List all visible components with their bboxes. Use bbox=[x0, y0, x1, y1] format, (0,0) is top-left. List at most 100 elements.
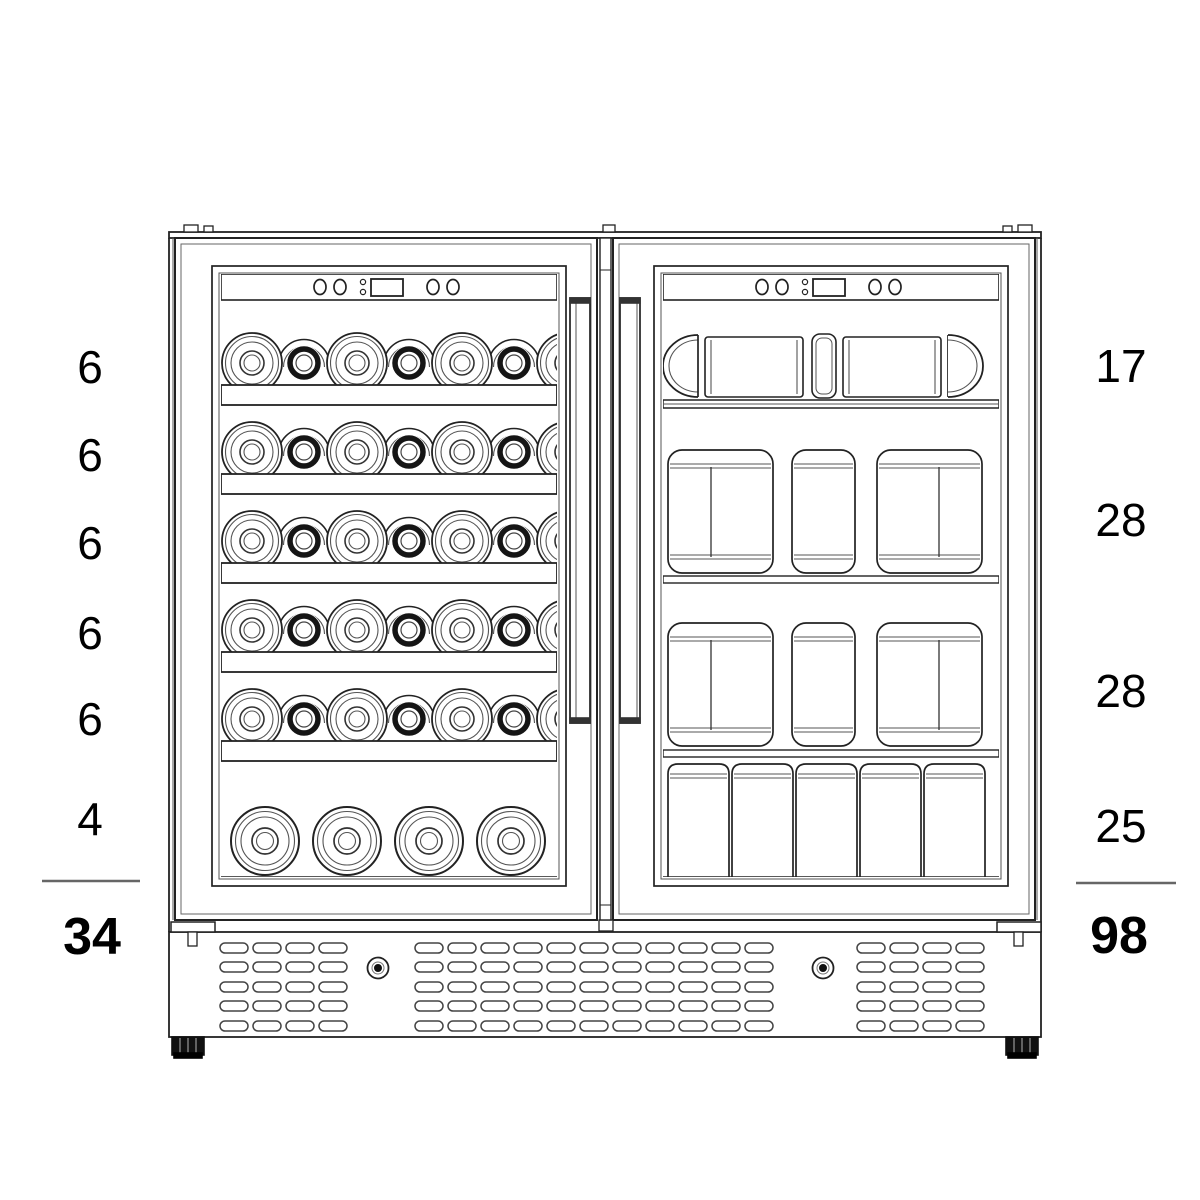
can-icon bbox=[876, 449, 983, 574]
vent-slot bbox=[612, 1000, 642, 1012]
vent-slot bbox=[579, 961, 609, 973]
vent-slot bbox=[480, 981, 510, 993]
beverage-compartment bbox=[663, 274, 999, 877]
vent-slot bbox=[447, 1020, 477, 1032]
vent-slot bbox=[645, 961, 675, 973]
standing-bottle-icon bbox=[394, 806, 464, 876]
hinge-tab bbox=[183, 224, 199, 233]
wine-bottle-neck-icon bbox=[392, 346, 427, 381]
vent-slot bbox=[480, 1020, 510, 1032]
left-door-glass-frame bbox=[211, 265, 567, 887]
ventilation-grille bbox=[219, 942, 985, 1032]
vent-slot bbox=[922, 981, 952, 993]
bottle-cap-inner bbox=[947, 339, 978, 393]
vent-slot bbox=[955, 1020, 985, 1032]
bottle-cap-icon bbox=[663, 334, 699, 398]
vent-slot bbox=[546, 1020, 576, 1032]
vent-slot bbox=[219, 942, 249, 954]
handle-cap bbox=[569, 297, 591, 304]
vent-slot bbox=[711, 981, 741, 993]
vent-slot bbox=[546, 961, 576, 973]
vent-slot bbox=[219, 961, 249, 973]
panel-button-icon bbox=[755, 278, 769, 296]
vent-slot bbox=[480, 961, 510, 973]
vent-slot bbox=[579, 942, 609, 954]
panel-button-icon bbox=[775, 278, 789, 296]
right-door-frame-inner bbox=[618, 243, 1030, 915]
left-door-handle bbox=[569, 297, 591, 724]
handle-cap bbox=[619, 297, 641, 304]
can-icon bbox=[791, 449, 856, 574]
center-mullion bbox=[599, 237, 612, 921]
vent-slot bbox=[856, 1000, 886, 1012]
indicator-light-icon bbox=[801, 288, 809, 296]
vent-slot bbox=[447, 981, 477, 993]
foot-base bbox=[1007, 1052, 1037, 1059]
beverage-shelf bbox=[663, 575, 999, 584]
wine-bottle-neck-icon bbox=[497, 435, 532, 470]
lying-bottle-body-icon bbox=[842, 336, 942, 398]
panel-button-icon bbox=[868, 278, 882, 296]
wine-bottle-base-icon bbox=[326, 332, 388, 394]
vent-slot bbox=[318, 961, 348, 973]
left-shelf-count-2: 6 bbox=[77, 429, 103, 481]
vent-slot bbox=[252, 961, 282, 973]
left-door-glass-frame-inner bbox=[218, 272, 560, 880]
vent-slot bbox=[678, 981, 708, 993]
vent-slot bbox=[678, 942, 708, 954]
wine-bottle-base-icon bbox=[326, 421, 388, 483]
vent-slot bbox=[219, 1020, 249, 1032]
wine-bottle-base-icon bbox=[326, 599, 388, 661]
hinge-tab bbox=[1002, 225, 1013, 233]
hinge-pin bbox=[187, 931, 198, 947]
upright-can-icon bbox=[731, 763, 794, 877]
vent-slot bbox=[513, 961, 543, 973]
wine-bottle-neck-icon bbox=[392, 613, 427, 648]
right-door-glass-frame bbox=[653, 265, 1009, 887]
vent-slot bbox=[645, 942, 675, 954]
left-shelf-count-5: 6 bbox=[77, 693, 103, 745]
can-icon bbox=[667, 449, 774, 574]
vent-slot bbox=[744, 981, 774, 993]
right-door-glass-frame-inner bbox=[660, 272, 1002, 880]
wine-bottle-base-icon bbox=[431, 510, 493, 572]
wine-bottle-neck-icon bbox=[287, 346, 322, 381]
wine-bottle-base-icon bbox=[221, 688, 283, 750]
handle-cap bbox=[569, 717, 591, 724]
hinge-tab bbox=[602, 224, 616, 233]
left-shelf-count-1: 6 bbox=[77, 341, 103, 393]
wine-bottle-base-icon bbox=[431, 688, 493, 750]
vent-slot bbox=[922, 1000, 952, 1012]
wine-shelf bbox=[221, 384, 557, 406]
wine-bottle-base-icon bbox=[221, 421, 283, 483]
vent-slot bbox=[252, 981, 282, 993]
vent-slot bbox=[447, 1000, 477, 1012]
bottle-cap-icon bbox=[947, 334, 984, 398]
vent-slot bbox=[645, 1020, 675, 1032]
panel-button-icon bbox=[888, 278, 902, 296]
vent-slot bbox=[889, 942, 919, 954]
wine-bottle-neck-icon bbox=[392, 524, 427, 559]
can-icon bbox=[791, 622, 856, 747]
vent-slot bbox=[252, 1000, 282, 1012]
wine-shelf bbox=[221, 562, 557, 584]
wine-shelf bbox=[221, 740, 557, 762]
vent-slot bbox=[856, 961, 886, 973]
temperature-display bbox=[812, 278, 846, 297]
wine-bottle-base-icon bbox=[326, 688, 388, 750]
vent-slot bbox=[414, 961, 444, 973]
right-shelf-count-3: 28 bbox=[1095, 665, 1146, 717]
hinge-tab bbox=[1017, 224, 1033, 233]
vent-slot bbox=[612, 1020, 642, 1032]
vent-slot bbox=[889, 981, 919, 993]
wine-compartment bbox=[221, 274, 557, 877]
vent-slot bbox=[922, 1020, 952, 1032]
vent-slot bbox=[513, 981, 543, 993]
indicator-light-icon bbox=[359, 288, 367, 296]
can-icon bbox=[667, 622, 774, 747]
vent-slot bbox=[744, 1020, 774, 1032]
panel-button-icon bbox=[333, 278, 347, 296]
upright-can-icon bbox=[795, 763, 858, 877]
upright-can-icon bbox=[859, 763, 922, 877]
